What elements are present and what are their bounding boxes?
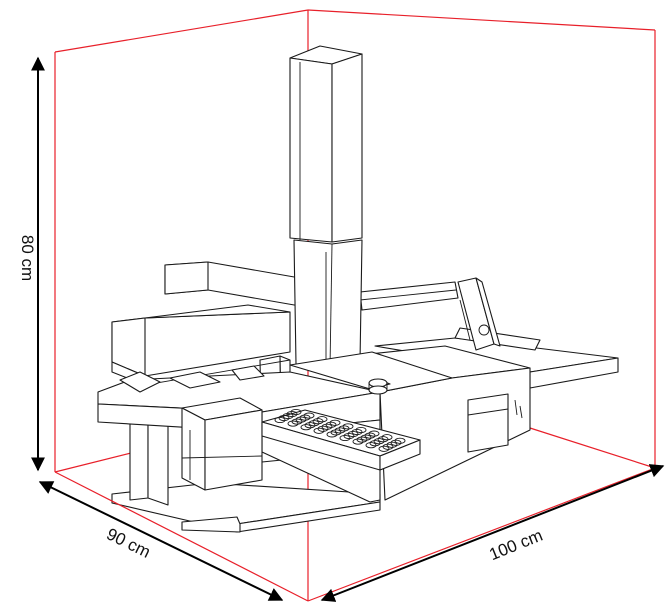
height-dimension: 80 cm <box>18 56 45 472</box>
vial-hole <box>312 418 324 425</box>
vial-hole <box>303 412 315 419</box>
vial-hole <box>339 434 351 442</box>
vial-hole <box>321 423 333 430</box>
vial-hole <box>300 424 312 431</box>
vial-hole <box>286 410 298 418</box>
vial-hole <box>308 420 320 427</box>
vial-hole <box>334 427 346 434</box>
vial-hole <box>343 432 355 440</box>
vial-hole <box>338 425 350 432</box>
vial-hole <box>282 412 294 420</box>
vial-hole <box>373 438 385 445</box>
vial-hole <box>325 421 337 428</box>
vial-hole <box>364 432 376 439</box>
vial-hole <box>377 436 389 443</box>
vial-hole <box>278 414 290 422</box>
vial-hole <box>390 439 402 446</box>
vial-hole <box>386 441 398 448</box>
vial-hole <box>329 419 341 426</box>
vial-hole <box>295 416 307 423</box>
back-rail <box>164 261 459 311</box>
vial-hole <box>394 437 406 444</box>
vial-hole <box>369 440 381 447</box>
vial-hole <box>330 429 342 436</box>
vial-hole <box>342 423 354 430</box>
vial-hole <box>290 408 302 416</box>
front-box <box>181 397 263 491</box>
vial-hole <box>351 428 363 436</box>
vial-hole <box>378 445 390 452</box>
front-arm <box>111 304 291 393</box>
vial-hole <box>360 434 372 441</box>
vial-hole <box>317 425 329 432</box>
vial-hole <box>299 414 311 421</box>
cabinet-top-plate <box>289 351 453 395</box>
depth-label: 90 cm <box>103 524 153 561</box>
vial-hole <box>365 442 377 449</box>
vial-hole <box>355 426 367 434</box>
vial-hole <box>274 416 286 424</box>
vial-hole <box>347 430 359 438</box>
vial-hole <box>356 436 368 443</box>
vial-rack <box>261 408 421 471</box>
vial-hole <box>326 431 338 438</box>
height-label: 80 cm <box>18 235 37 281</box>
vial-hole <box>316 416 328 423</box>
vial-hole <box>304 422 316 429</box>
vial-hole <box>291 418 303 425</box>
vial-hole <box>313 427 325 434</box>
vial-hole <box>381 434 393 441</box>
vial-hole <box>287 420 299 427</box>
controller-pendant <box>457 277 501 351</box>
vial-hole <box>382 443 394 450</box>
vial-hole <box>352 438 364 445</box>
vial-hole <box>368 430 380 437</box>
vertical-column <box>289 45 363 369</box>
